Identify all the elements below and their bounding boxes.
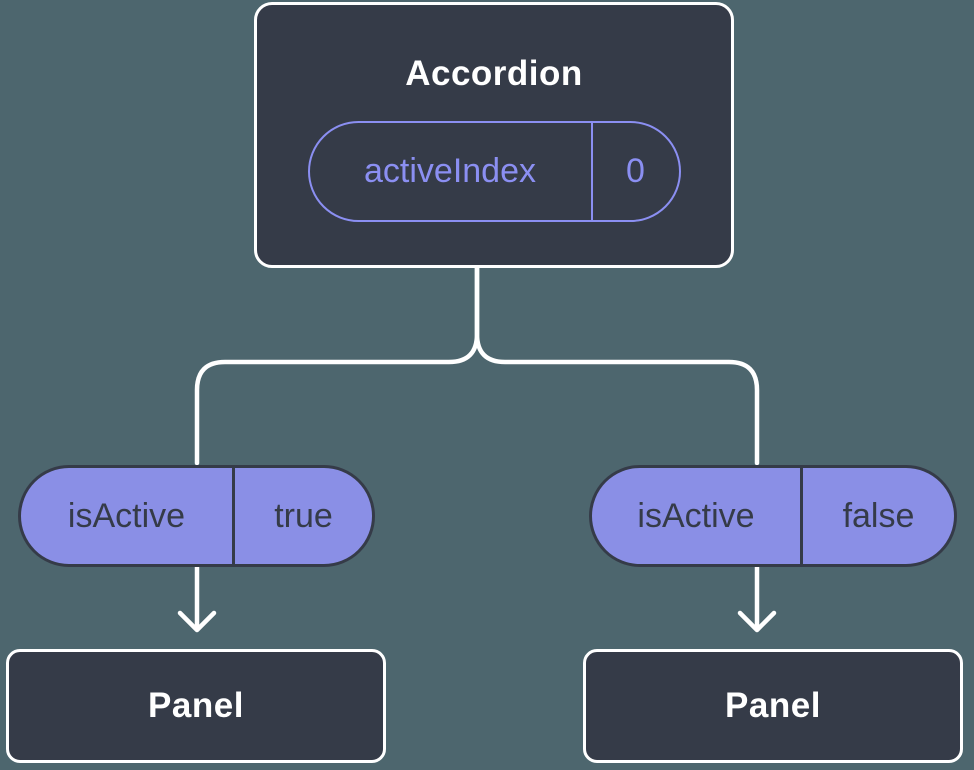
branch-left-line [194,265,480,466]
arrow-down-icon-left [177,564,217,633]
prop-name: isActive [67,496,186,535]
panel-node-right: Panel [583,649,963,763]
accordion-node: Accordion activeIndex 0 [254,2,734,268]
arrow-down-icon-right [737,564,777,633]
panel-node-title: Panel [725,686,821,725]
prop-value: true [232,468,372,564]
panel-node-left: Panel [6,649,386,763]
prop-pill-isactive-left: isActive true [18,465,375,567]
branch-right-line [474,265,760,466]
prop-name: activeIndex [364,152,536,190]
panel-node-title: Panel [148,686,244,725]
prop-value: 0 [590,123,679,220]
prop-pill-isactive-right: isActive false [589,465,957,567]
prop-name: isActive [637,496,755,535]
prop-value: false [800,468,954,564]
prop-pill-activeindex: activeIndex 0 [307,121,681,222]
accordion-node-title: Accordion [405,54,583,93]
